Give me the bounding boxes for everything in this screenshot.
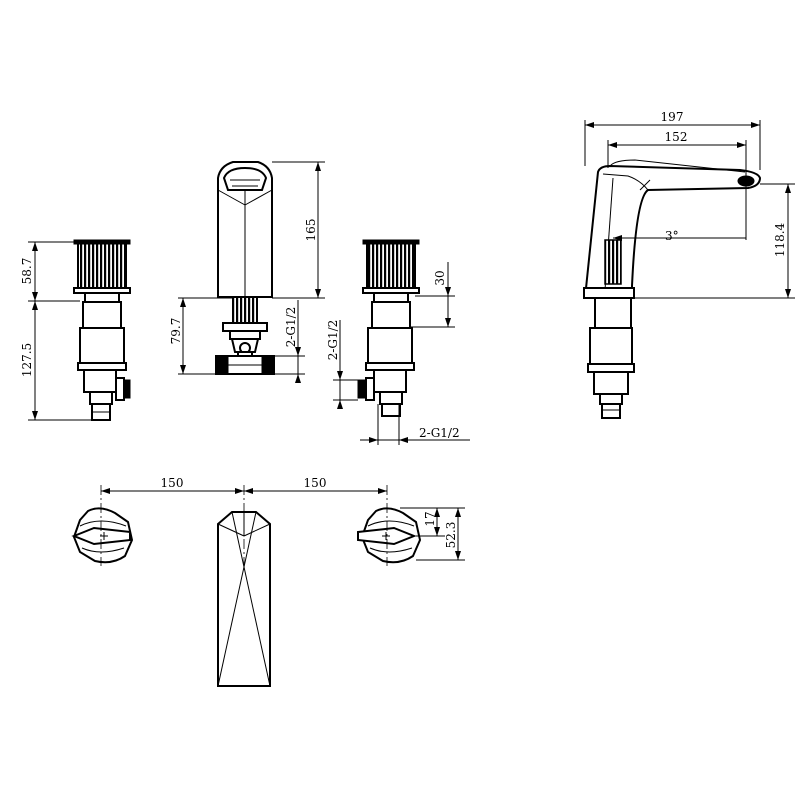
left-valve-front-view [73,239,131,421]
plan-spacing-left-label: 150 [161,476,184,490]
plan-dimensions: 150 150 17 52.3 [100,476,465,566]
plan-handle-depth-label: 52.3 [444,522,458,549]
right-valve-front-view [357,239,420,417]
left-valve-dimensions: 58.7 127.5 [20,241,92,421]
right-valve-dimensions: 30 2-G1/2 2-G1/2 [326,262,470,445]
handle-height-label: 58.7 [20,258,34,285]
spout-dimensions: 165 79.7 2-G1/2 [169,161,325,383]
spout-thread-label: 2-G1/2 [284,307,298,348]
side-view-dimensions: 197 152 3° 118.4 [584,110,795,299]
right-thread-vertical-label: 2-G1/2 [326,320,340,361]
spout-height-label: 165 [304,219,318,242]
side-height-label: 118.4 [773,222,787,257]
side-total-length-label: 197 [661,110,684,124]
plan-handle-offset-label: 17 [423,511,437,526]
valve-height-label: 127.5 [20,343,34,377]
side-reach-label: 152 [665,130,688,144]
side-view [583,159,762,419]
right-handle-height-label: 30 [433,270,447,285]
spout-front-view [215,161,275,375]
plan-spout [217,511,271,687]
right-thread-horizontal-label: 2-G1/2 [419,426,460,440]
plan-left-handle [71,507,134,564]
plan-spacing-right-label: 150 [304,476,327,490]
plan-right-handle [357,507,422,564]
spout-body-height-label: 79.7 [169,318,183,345]
side-angle-label: 3° [665,229,679,243]
